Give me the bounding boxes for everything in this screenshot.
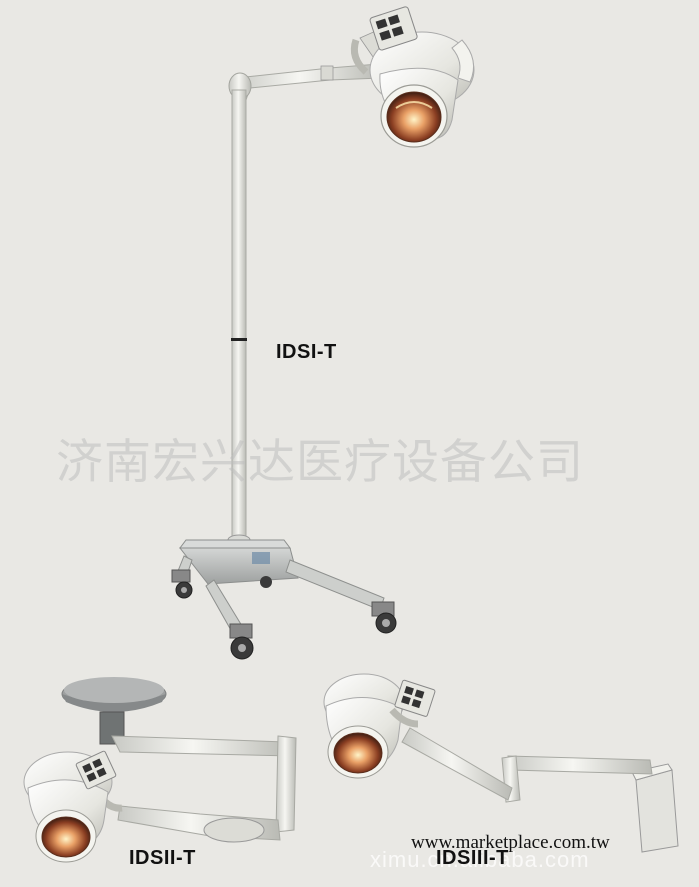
ceiling-lamp-head	[23, 750, 123, 863]
floor-lamp-label: IDSI-T	[276, 341, 337, 363]
ceiling-lamp-label: IDSII-T	[129, 847, 196, 869]
wheel	[229, 623, 254, 660]
pole-joint	[231, 338, 247, 341]
floor-lamp-head	[350, 6, 475, 148]
floor-lamp-base	[171, 534, 397, 660]
wall-lamp	[323, 673, 679, 853]
wheel	[371, 601, 397, 634]
floor-lamp	[171, 6, 475, 660]
wall-lamp-label: IDSIII-T	[436, 847, 509, 869]
alibaba-watermark: ximu.cn.alibaba.com	[370, 847, 590, 872]
company-watermark: 济南宏兴达医疗设备公司	[56, 435, 584, 490]
marketplace-watermark: www.marketplace.com.tw	[411, 832, 610, 853]
ceiling-lamp	[23, 677, 297, 863]
wheel	[171, 569, 193, 599]
wall-lamp-head	[323, 673, 436, 779]
